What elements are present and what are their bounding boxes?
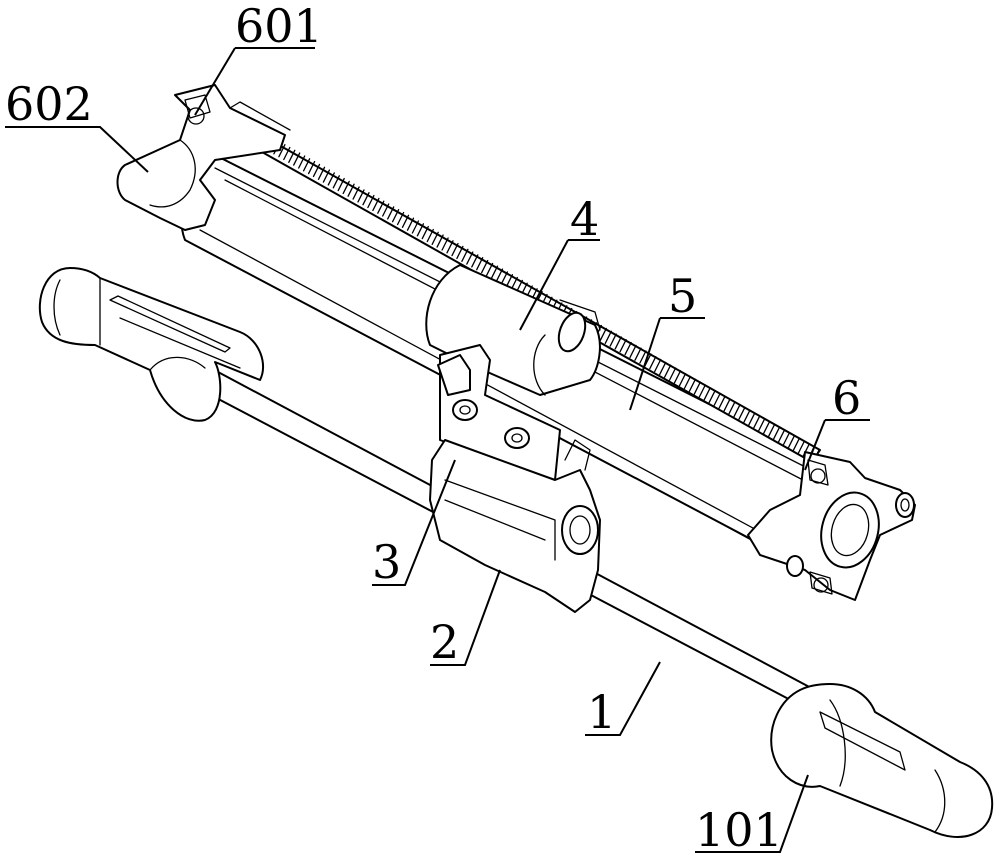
label-602: 602 [5,77,93,131]
bracket-3 [437,344,561,481]
label-101: 101 [695,803,783,857]
end-block-left [116,84,291,231]
handle-left [38,267,265,422]
callout-labels: 601 602 4 5 6 3 2 1 101 [5,0,861,857]
label-601: 601 [235,0,323,53]
leader-lines [5,47,870,853]
label-4: 4 [570,192,599,246]
handle-right-101 [770,683,994,838]
clamp-body-2 [429,439,601,613]
end-block-right-6 [747,451,916,601]
label-5: 5 [668,269,697,323]
label-2: 2 [430,615,459,669]
label-1: 1 [587,685,616,739]
label-3: 3 [372,535,401,589]
label-6: 6 [832,371,861,425]
